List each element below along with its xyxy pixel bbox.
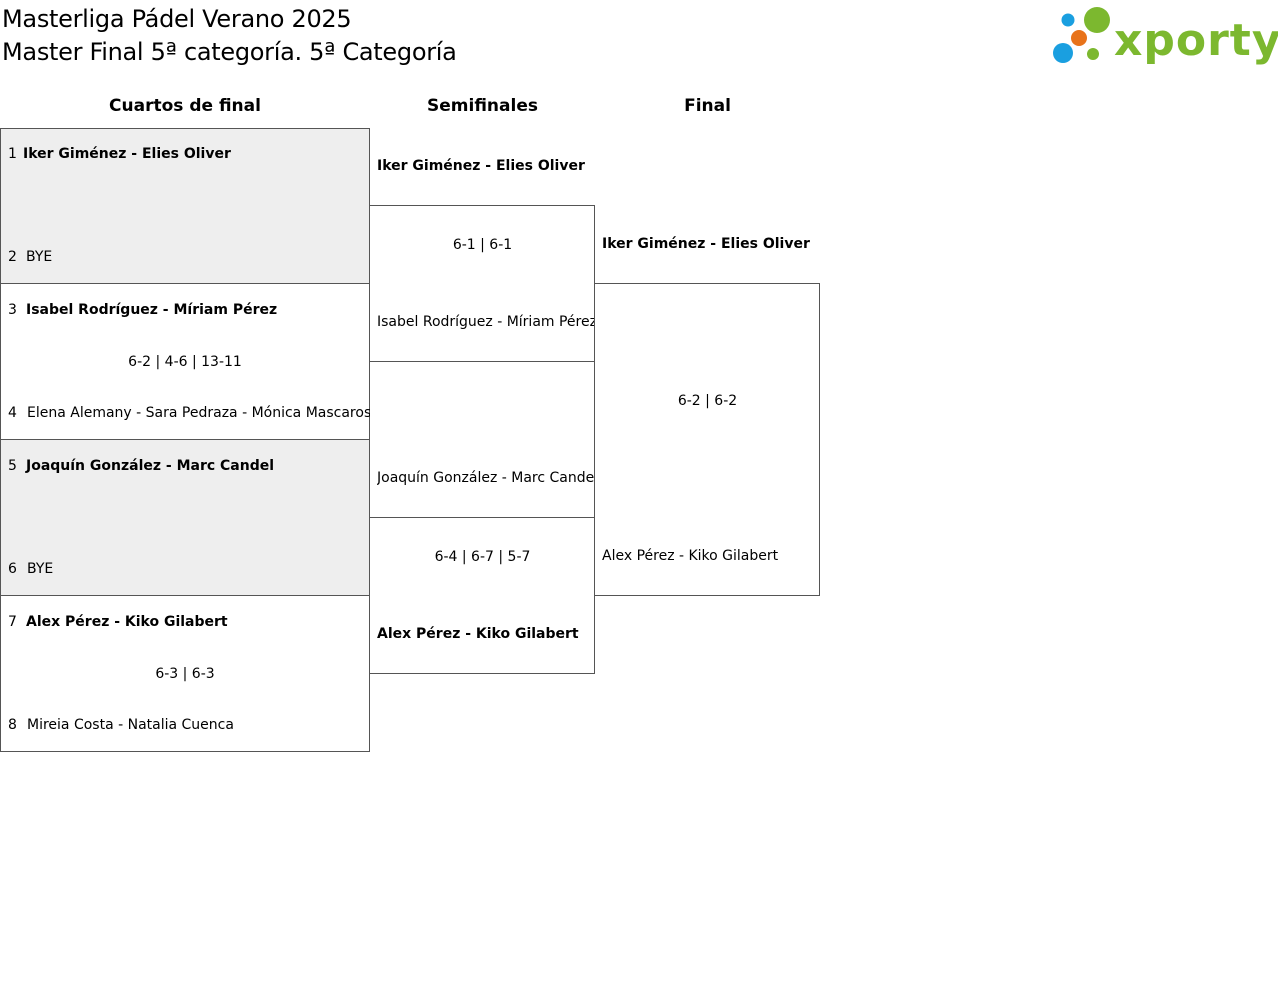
qf4-seed1: 7 <box>8 614 17 630</box>
sf2-score: 6-4 | 6-7 | 5-7 <box>434 549 531 565</box>
qf3-team1: 5 Joaquín González - Marc Candel <box>8 456 368 476</box>
qf2-team1: 3 Isabel Rodríguez - Míriam Pérez <box>8 300 368 320</box>
sf1-team1: Iker Giménez - Elies Oliver <box>377 158 585 174</box>
qf2-team2: 4 Elena Alemany - Sara Pedraza - Mónica M… <box>8 403 370 423</box>
qf1-team2: 2 BYE <box>8 247 368 267</box>
sf1-score: 6-1 | 6-1 <box>452 237 513 253</box>
qf1-team1-name: Iker Giménez - Elies Oliver <box>23 146 231 162</box>
final-team2: Alex Pérez - Kiko Gilabert <box>602 548 779 564</box>
qf1-team2-name: BYE <box>26 249 53 265</box>
final-team1: Iker Giménez - Elies Oliver <box>602 236 810 252</box>
round-header-final: Final <box>684 96 731 116</box>
qf1-seed2: 2 <box>8 249 17 265</box>
category-subtitle: Master Final 5ª categoría. 5ª Categoría <box>2 38 457 66</box>
logo-dot-green-large <box>1084 7 1110 33</box>
logo-dot-green-small <box>1087 48 1099 60</box>
logo-dot-orange <box>1071 30 1087 46</box>
qf3-team2-name: BYE <box>27 561 54 577</box>
round-header-semifinals: Semifinales <box>427 96 538 116</box>
qf1-team1: 1 Iker Giménez - Elies Oliver <box>8 144 368 164</box>
qf4-team1: 7 Alex Pérez - Kiko Gilabert <box>8 612 368 632</box>
sf-match-1 <box>369 205 595 362</box>
qf3-team2: 6 BYE <box>8 559 368 579</box>
qf3-seed2: 6 <box>8 561 17 577</box>
qf4-team2-name: Mireia Costa - Natalia Cuenca <box>27 717 234 733</box>
sf1-team2: Isabel Rodríguez - Míriam Pérez <box>377 314 595 330</box>
logo-dot-blue-small <box>1061 13 1075 27</box>
qf-match-1 <box>0 128 370 284</box>
final-match <box>594 283 820 596</box>
logo-wordmark: xporty <box>1114 15 1278 66</box>
final-score: 6-2 | 6-2 <box>677 393 738 409</box>
qf3-seed1: 5 <box>8 458 17 474</box>
qf4-score: 6-3 | 6-3 <box>155 666 215 682</box>
page-title: Masterliga Pádel Verano 2025 Master Fina… <box>2 3 457 69</box>
qf4-seed2: 8 <box>8 717 17 733</box>
qf-match-2 <box>0 283 370 440</box>
logo-dot-blue-large <box>1053 43 1073 63</box>
sf-match-2 <box>369 517 595 674</box>
qf2-seed1: 3 <box>8 302 17 318</box>
round-header-quarterfinals: Cuartos de final <box>109 96 261 116</box>
qf2-team1-name: Isabel Rodríguez - Míriam Pérez <box>26 302 278 318</box>
qf4-team2: 8 Mireia Costa - Natalia Cuenca <box>8 715 368 735</box>
qf3-team1-name: Joaquín González - Marc Candel <box>26 458 275 474</box>
qf2-team2-name: Elena Alemany - Sara Pedraza - Mónica Ma… <box>27 405 370 421</box>
sf2-team2: Alex Pérez - Kiko Gilabert <box>377 626 579 642</box>
qf2-score: 6-2 | 4-6 | 13-11 <box>128 354 242 370</box>
sf2-team1: Joaquín González - Marc Candel <box>377 470 595 486</box>
tournament-title: Masterliga Pádel Verano 2025 <box>2 5 352 33</box>
qf-match-4 <box>0 595 370 752</box>
qf1-seed1: 1 <box>8 146 17 162</box>
xporty-logo: xporty <box>1053 7 1278 66</box>
qf4-team1-name: Alex Pérez - Kiko Gilabert <box>26 614 228 630</box>
qf2-seed2: 4 <box>8 405 17 421</box>
